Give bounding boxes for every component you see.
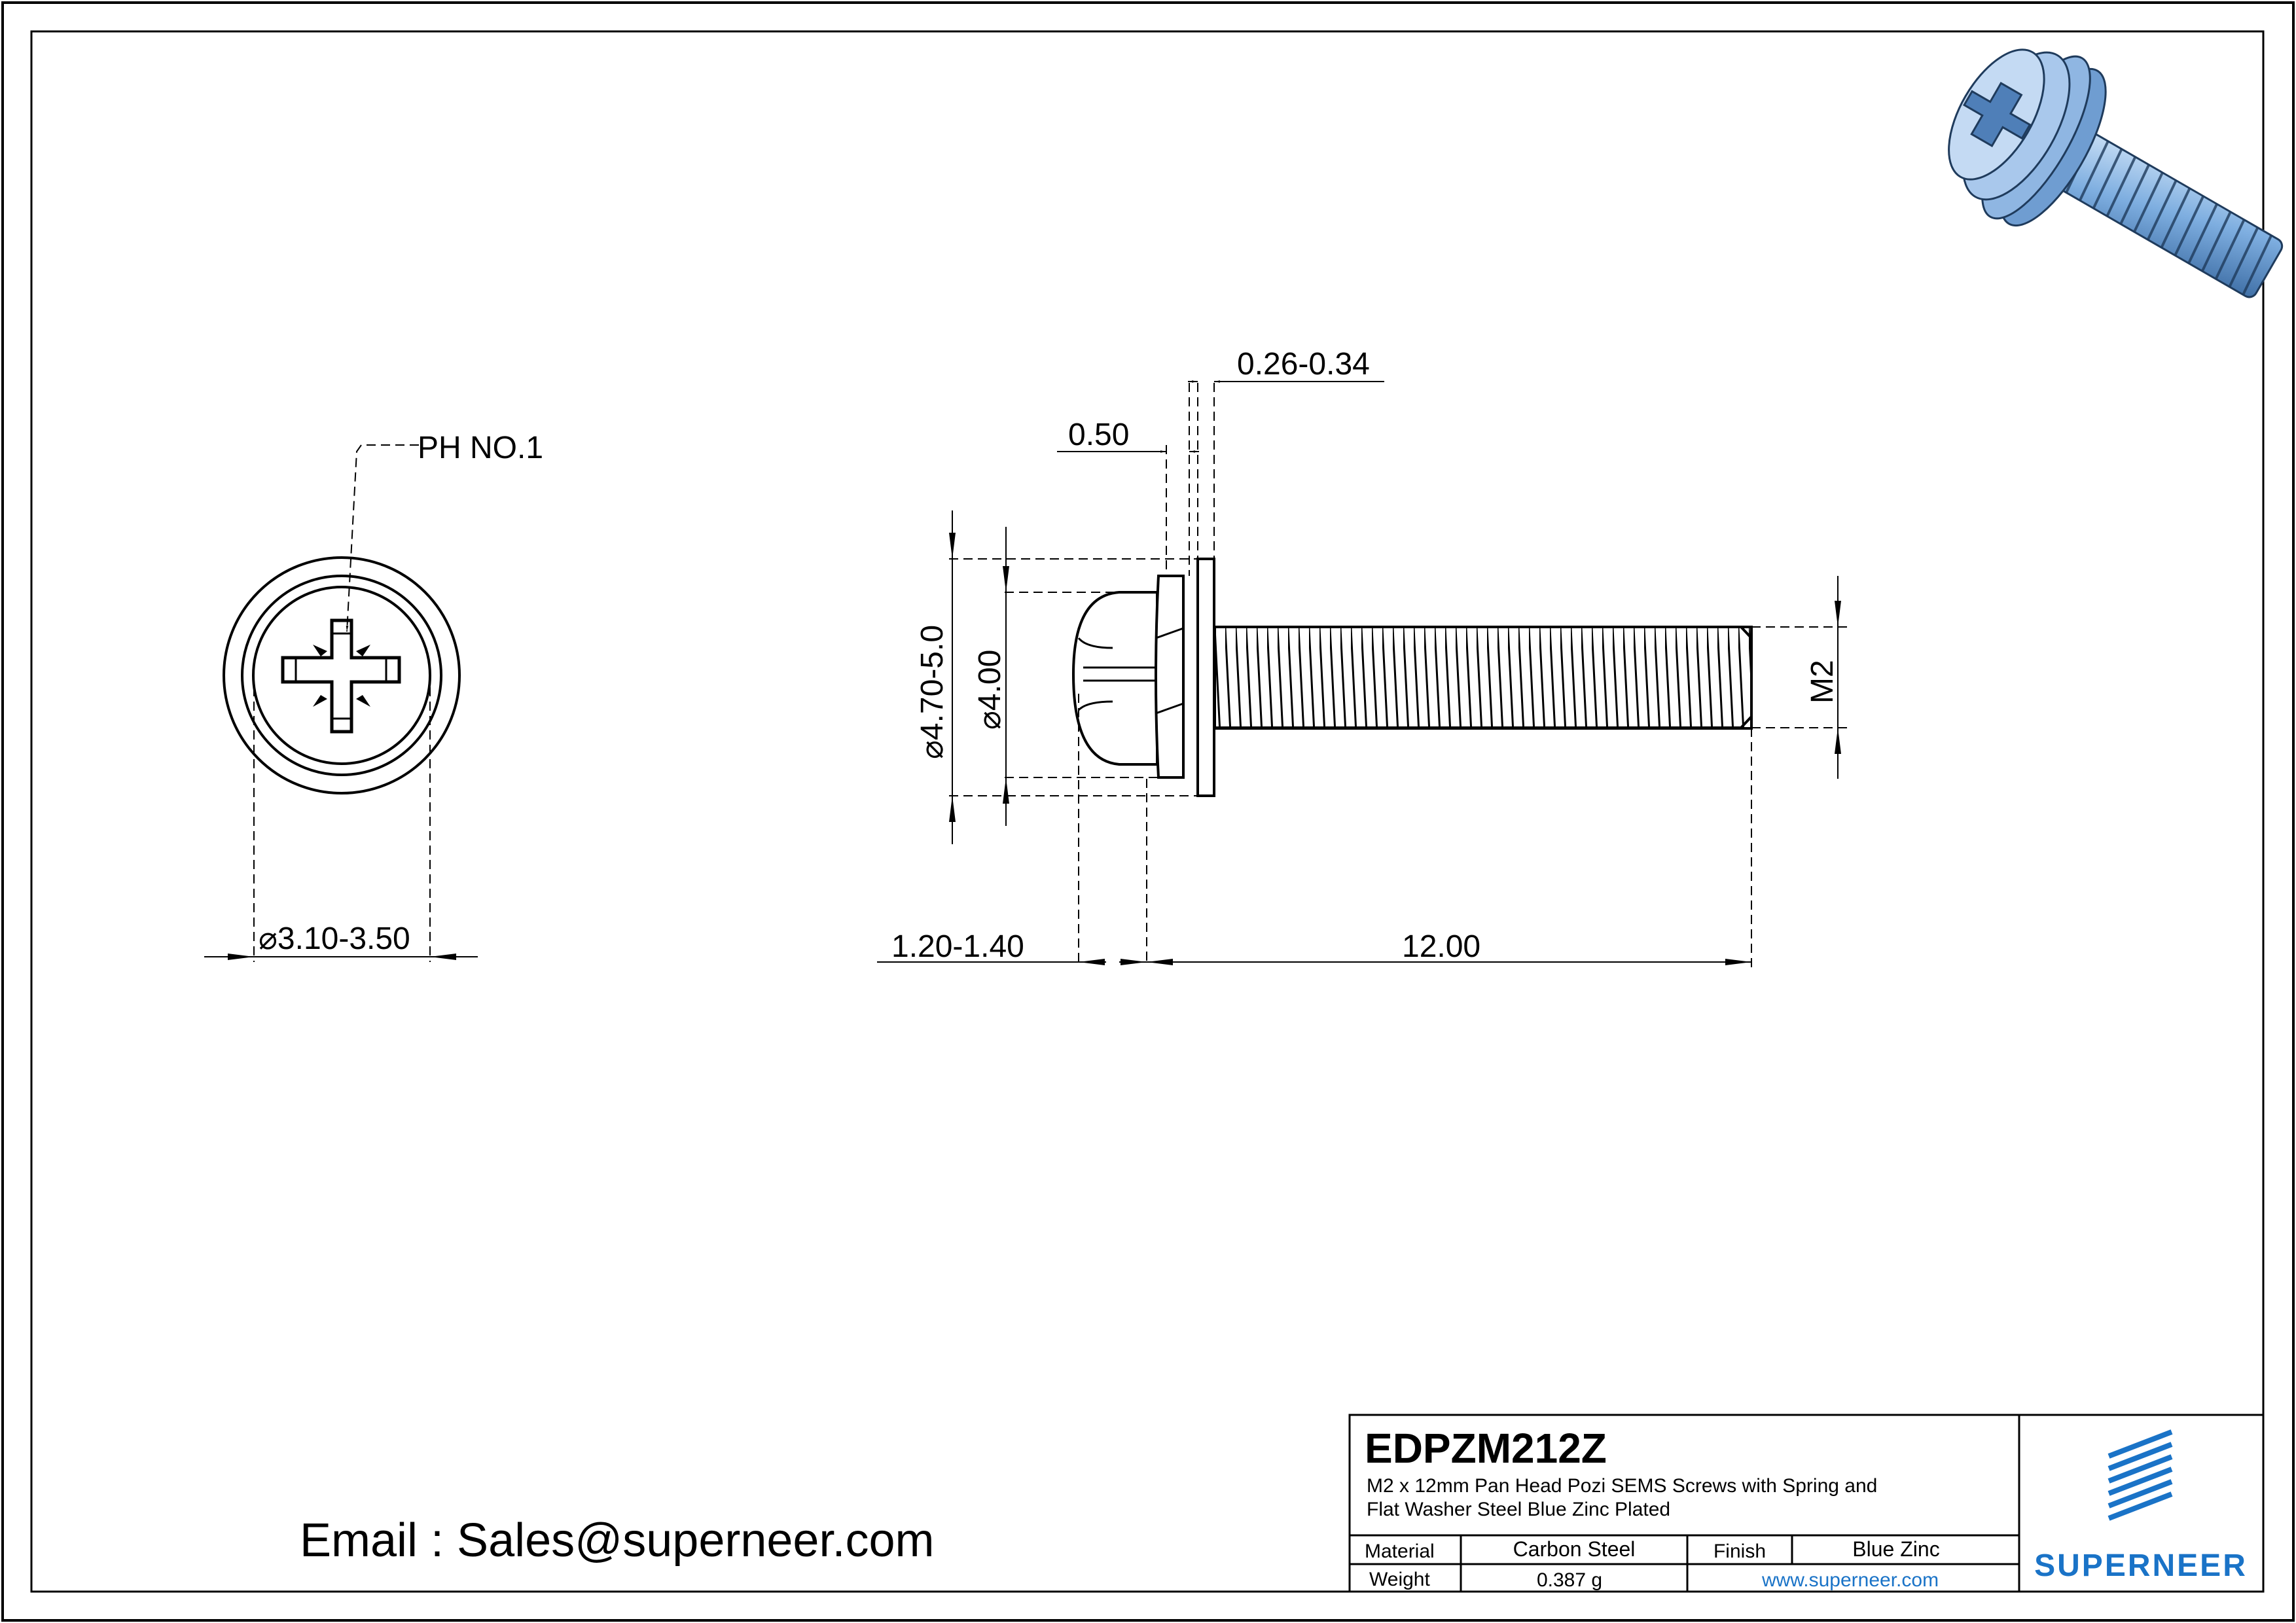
dim-spring-washer-thickness-text: 0.50 [1068,418,1129,452]
dim-head-diameter-text: ⌀4.00 [973,650,1007,730]
drive-label: PH NO.1 [418,431,543,465]
part-number: EDPZM212Z [1365,1425,1607,1472]
contact-email: Email : Sales@superneer.com [300,1514,935,1567]
finish-value: Blue Zinc [1852,1537,1939,1561]
material-label: Material [1365,1541,1435,1562]
description-line-2: Flat Washer Steel Blue Zinc Plated [1367,1499,1670,1520]
screw-3d-render [1948,48,2284,298]
brand-name: SUPERNEER [2034,1548,2248,1583]
weight-label: Weight [1369,1569,1430,1590]
dim-thread-text: M2 [1805,660,1840,704]
dim-recess-diameter-text: ⌀3.10-3.50 [259,921,410,956]
drive-leader [346,444,419,632]
dim-washer-diameter-text: ⌀4.70-5.0 [915,625,950,759]
dim-flat-washer-thickness-text: 0.26-0.34 [1237,347,1370,382]
screw-side-view [1071,558,1753,797]
website-link[interactable]: www.superneer.com [1761,1569,1939,1591]
inner-border [30,30,2265,1593]
head-top-view [223,556,461,794]
title-block [1348,1414,2265,1593]
description-line-1: M2 x 12mm Pan Head Pozi SEMS Screws with… [1367,1475,1877,1497]
weight-value: 0.387 g [1537,1569,1602,1591]
side-view-extension-lines [949,383,1852,969]
dim-length-text: 12.00 [1402,929,1480,964]
finish-label: Finish [1713,1541,1766,1562]
dim-recess-diameter [204,687,478,962]
brand-logo-icon [2108,1429,2173,1521]
dim-head-height-text: 1.20-1.40 [891,929,1024,964]
material-value: Carbon Steel [1513,1537,1636,1561]
